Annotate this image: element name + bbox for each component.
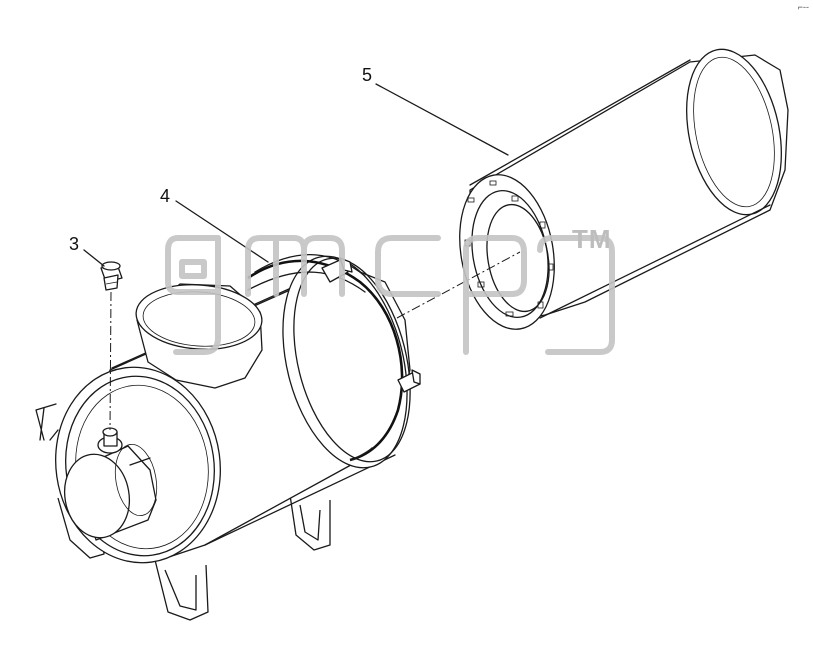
watermark-logo: [165, 235, 615, 355]
callout-number-5: 5: [362, 65, 373, 85]
leader-line-3: [83, 249, 105, 267]
trademark-symbol: TM: [572, 224, 612, 254]
air-filter-housing: [35, 255, 411, 621]
sensor-axis-line: [109, 291, 112, 431]
leader-line-4: [175, 200, 269, 263]
corner-mark: ⌐--: [797, 2, 809, 12]
filter-element: [459, 48, 789, 330]
leader-line-5: [375, 83, 509, 156]
restriction-sensor: [100, 261, 123, 291]
callout-number-4: 4: [160, 186, 171, 206]
callout-number-3: 3: [69, 234, 80, 254]
assembly-axis-line: [396, 251, 521, 319]
